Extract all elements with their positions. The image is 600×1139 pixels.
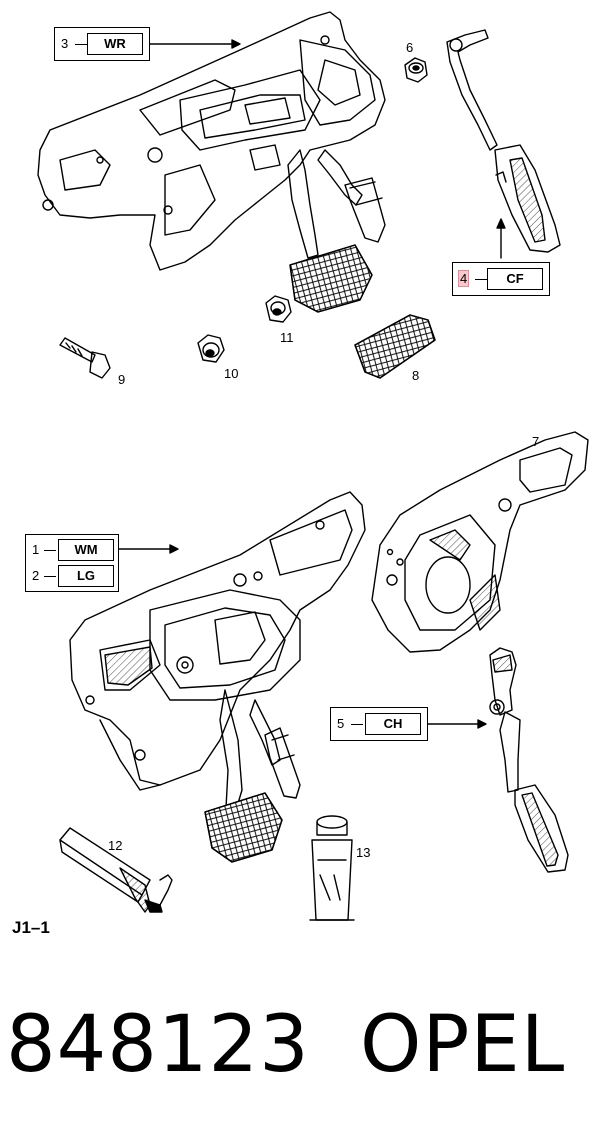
part-7-bracket xyxy=(371,431,589,653)
callout-wm-lg: 1 WM 2 LG xyxy=(25,534,119,592)
part-number: 848123 xyxy=(6,1000,310,1090)
part-9-bolt xyxy=(59,337,111,379)
callout-ch-number: 5 xyxy=(337,716,345,731)
callout-wm-code: WM xyxy=(58,539,114,561)
part-12-sensor xyxy=(59,827,173,913)
part-11-nut xyxy=(265,295,292,323)
diagram-code: J1–1 xyxy=(12,918,50,937)
callout-cf-code: CF xyxy=(487,268,543,290)
callout-wr-number: 3 xyxy=(61,36,69,51)
callout-ch-code: CH xyxy=(365,713,421,735)
callout-lg-code: LG xyxy=(58,565,114,587)
part-13-grease-tube xyxy=(309,815,355,921)
part-label-9: 9 xyxy=(118,372,126,387)
part-label-11: 11 xyxy=(280,330,294,345)
callout-lg-row: 2 LG xyxy=(26,561,118,591)
callout-wr-leader xyxy=(75,44,87,45)
part-label-7: 7 xyxy=(532,434,540,449)
callout-lg-number: 2 xyxy=(32,568,40,583)
callout-wr: 3 WR xyxy=(54,27,150,61)
callout-wm-number: 1 xyxy=(32,542,40,557)
callout-cf-leader xyxy=(475,279,487,280)
callout-cf-number: 4 xyxy=(458,270,470,287)
callout-lg-leader xyxy=(44,576,56,577)
accelerator-pedal-lower xyxy=(489,647,569,873)
brand-name: OPEL xyxy=(360,1000,566,1090)
accelerator-pedal-top xyxy=(446,29,561,253)
callout-wr-code: WR xyxy=(87,33,143,55)
callout-wm-leader xyxy=(44,550,56,551)
part-label-8: 8 xyxy=(412,368,420,383)
callout-cf: 4 CF xyxy=(452,262,550,296)
part-label-6: 6 xyxy=(406,40,414,55)
callout-wm-row: 1 WM xyxy=(26,535,118,565)
callout-ch-leader xyxy=(351,724,363,725)
callout-ch: 5 CH xyxy=(330,707,428,741)
pedal-box-assembly-top xyxy=(37,11,386,313)
part-10-nut xyxy=(197,334,225,363)
part-label-13: 13 xyxy=(356,845,371,860)
part-label-10: 10 xyxy=(224,366,239,381)
part-8-pedal-pad xyxy=(354,314,436,379)
part-label-12: 12 xyxy=(108,838,123,853)
pedal-box-assembly-lower xyxy=(69,491,366,863)
part-6-nut xyxy=(404,57,428,83)
